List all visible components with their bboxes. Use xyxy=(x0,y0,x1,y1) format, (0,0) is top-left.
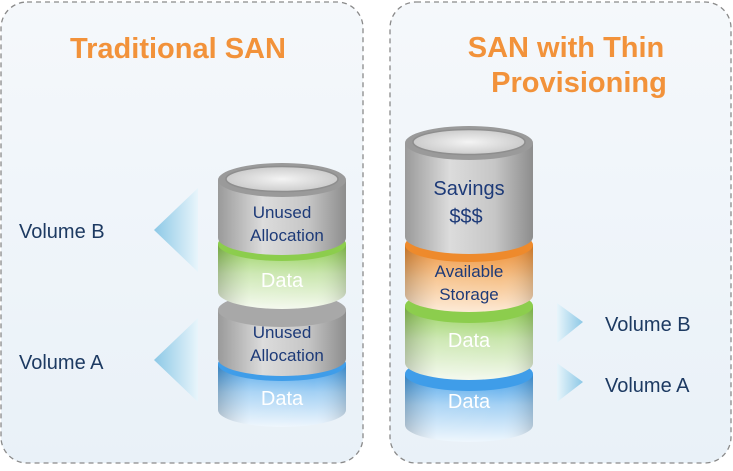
right-panel-title-line2: Provisioning xyxy=(491,67,667,99)
left-unused-top-label-1: Unused xyxy=(253,203,312,222)
right-savings-label: Savings xyxy=(433,178,504,200)
left-panel-title: Traditional SAN xyxy=(70,33,286,65)
right-data-blue-label: Data xyxy=(448,391,491,413)
right-volume-a-label: Volume A xyxy=(605,375,690,397)
right-savings-symbol: $$$ xyxy=(449,206,482,228)
right-available-storage-segment xyxy=(405,228,533,312)
left-data-top-label: Data xyxy=(261,270,304,292)
right-available-label-1: Available xyxy=(435,262,504,281)
left-volume-a-arrow xyxy=(154,318,198,402)
left-unused-top-label-2: Allocation xyxy=(250,226,324,245)
right-data-green-label: Data xyxy=(448,330,491,352)
left-unused-bottom-label-1: Unused xyxy=(253,323,312,342)
right-savings-segment xyxy=(405,126,533,254)
left-volume-b-arrow xyxy=(154,188,198,272)
left-unused-bottom-label-2: Allocation xyxy=(250,346,324,365)
right-volume-a-arrow xyxy=(557,363,583,402)
right-available-label-2: Storage xyxy=(439,285,499,304)
left-volume-a-label: Volume A xyxy=(19,352,104,374)
left-unused-top-segment xyxy=(218,163,346,255)
left-volume-b-label: Volume B xyxy=(19,221,105,243)
right-panel-title-line1: SAN with Thin xyxy=(468,32,665,64)
right-volume-b-arrow xyxy=(557,303,583,343)
right-volume-b-label: Volume B xyxy=(605,314,691,336)
left-data-bottom-label: Data xyxy=(261,388,304,410)
